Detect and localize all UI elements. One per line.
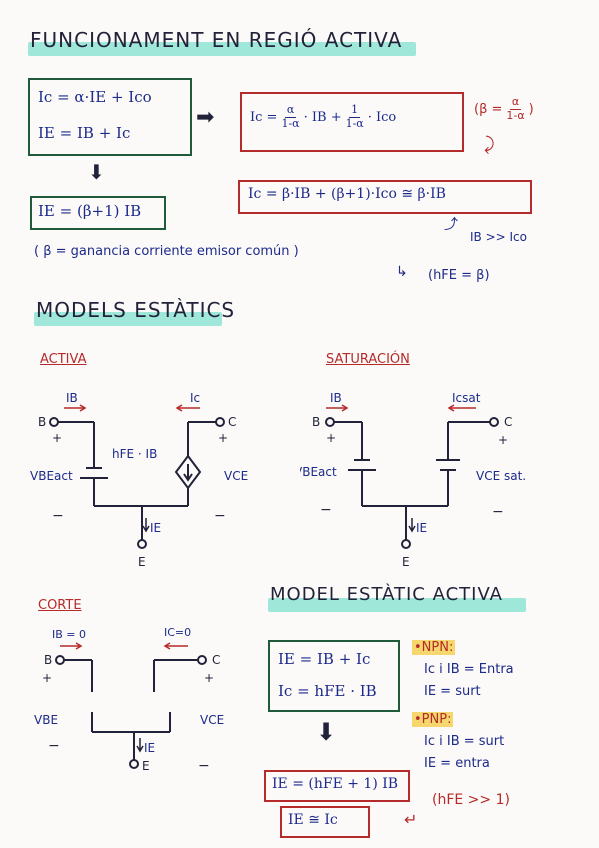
activa-b-terminal: B [38, 415, 46, 429]
sat-vbe-label: VBEact [300, 465, 337, 479]
ic-alpha-mid: · IB + [303, 109, 342, 125]
model-ie-equation: IE = IB + Ic [278, 650, 371, 668]
pnp-title-text: PNP: [421, 712, 452, 727]
activa-minus-c: − [214, 508, 226, 524]
npn-title-text: NPN: [421, 640, 454, 655]
ic-alpha-box [240, 92, 464, 152]
corte-vce-label: VCE [200, 713, 224, 727]
sat-minus-c: − [492, 504, 504, 520]
activa-ie-label: IE [150, 521, 161, 535]
activa-source-label: hFE · IB [112, 447, 157, 461]
activa-ic-label: Ic [190, 391, 200, 405]
corte-minus-c: − [198, 758, 210, 774]
title-highlight-model-activa [268, 598, 526, 612]
ie-approx-ic: IE ≅ Ic [288, 812, 338, 828]
corte-vbe-label: VBE [34, 713, 58, 727]
circuit-corte: IB = 0 IC=0 B C + + VBE VCE − − IE E [34, 626, 224, 774]
activa-plus-c: + [218, 431, 228, 445]
page-title: FUNCIONAMENT EN REGIÓ ACTIVA [30, 28, 403, 52]
npn-line-2: IE = surt [424, 684, 481, 699]
sat-plus-b: + [326, 431, 336, 445]
title-highlight-main [28, 42, 416, 56]
sat-vce-label: VCE sat. [476, 469, 526, 483]
curve-arrow-icon: ⤸ [484, 134, 495, 155]
activa-ib-label: IB [66, 391, 78, 405]
return-arrow-icon: ↵ [404, 810, 418, 829]
activa-c-terminal: C [228, 415, 236, 429]
ie-hfe-box [264, 770, 410, 802]
activa-vce-label: VCE [224, 469, 248, 483]
ic-alpha-lhs: Ic = [250, 109, 278, 125]
section-title-models: MODELS ESTÀTICS [36, 298, 236, 322]
pnp-line-1: Ic i IB = surt [424, 734, 505, 749]
ie-ic-box [280, 806, 370, 838]
sat-ib-label: IB [330, 391, 342, 405]
corte-minus-b: − [48, 738, 60, 754]
ic-beta-equation: Ic = β·IB + (β+1)·Ico ≅ β·IB [248, 186, 446, 202]
pnp-title: •PNP: [412, 712, 454, 727]
hfe-much-greater-one: (hFE >> 1) [432, 792, 510, 808]
corte-e-terminal: E [142, 759, 150, 773]
model-ic-equation: Ic = hFE · IB [278, 682, 377, 700]
activa-vbe-label: VBEact [30, 469, 73, 483]
arrow-down-icon: ⬇ [88, 162, 105, 184]
sat-b-terminal: B [312, 415, 320, 429]
circuit-label-activa: ACTIVA [40, 352, 87, 367]
corte-ie-label: IE [144, 741, 155, 755]
activa-minus-b: − [52, 508, 64, 524]
ie-hfe-equation: IE = (hFE + 1) IB [272, 776, 399, 792]
sat-e-terminal: E [402, 555, 410, 569]
title-highlight-models [34, 312, 222, 326]
ie-sum-equation: IE = IB + Ic [38, 124, 131, 142]
activa-plus-b: + [52, 431, 62, 445]
model-activa-box [268, 640, 400, 712]
ie-beta-equation: IE = (β+1) IB [38, 202, 142, 220]
circuit-saturacion: IB Icsat B C + + VBEact VCE sat. − − IE … [300, 391, 526, 569]
beta-note: ( β = ganancia corriente emisor común ) [34, 244, 299, 259]
pnp-line-2: IE = entra [424, 756, 490, 771]
corte-ib-label: IB = 0 [52, 628, 86, 641]
hfe-equals-beta: (hFE = β) [428, 268, 490, 283]
npn-title: •NPN: [412, 640, 456, 655]
activa-e-terminal: E [138, 555, 146, 569]
sat-c-terminal: C [504, 415, 512, 429]
corte-plus-c: + [204, 671, 214, 685]
ic-beta-box [238, 180, 532, 214]
ic-alpha-tail: · Ico [367, 109, 397, 125]
sat-minus-b: − [320, 502, 332, 518]
equations-box [28, 78, 192, 156]
hook-arrow-icon: ↳ [396, 264, 408, 280]
corte-c-terminal: C [212, 653, 220, 667]
arrow-right-icon: ➡ [196, 104, 215, 129]
sat-ie-label: IE [416, 521, 427, 535]
curve-up-icon: ⤴ [444, 217, 458, 233]
section-title-model-activa: MODEL ESTÀTIC ACTIVA [270, 584, 503, 605]
corte-ic-label: IC=0 [164, 626, 191, 639]
npn-line-1: Ic i IB = Entra [424, 662, 514, 677]
ib-much-greater-ico: IB >> Ico [470, 230, 527, 244]
corte-plus-b: + [42, 671, 52, 685]
arrow-down-bold-icon: ⬇ [316, 720, 337, 746]
circuit-label-corte: CORTE [38, 598, 82, 613]
ie-beta-box [30, 196, 166, 230]
ic-alpha-equation: Ic = α·IE + Ico [38, 88, 152, 106]
circuit-label-saturacion: SATURACIÓN [326, 352, 410, 367]
sat-plus-c: + [498, 433, 508, 447]
sat-ic-label: Icsat [452, 391, 481, 405]
circuit-activa: IB Ic B C + + hFE · IB VBEact VCE − − IE… [30, 391, 248, 569]
corte-b-terminal: B [44, 653, 52, 667]
